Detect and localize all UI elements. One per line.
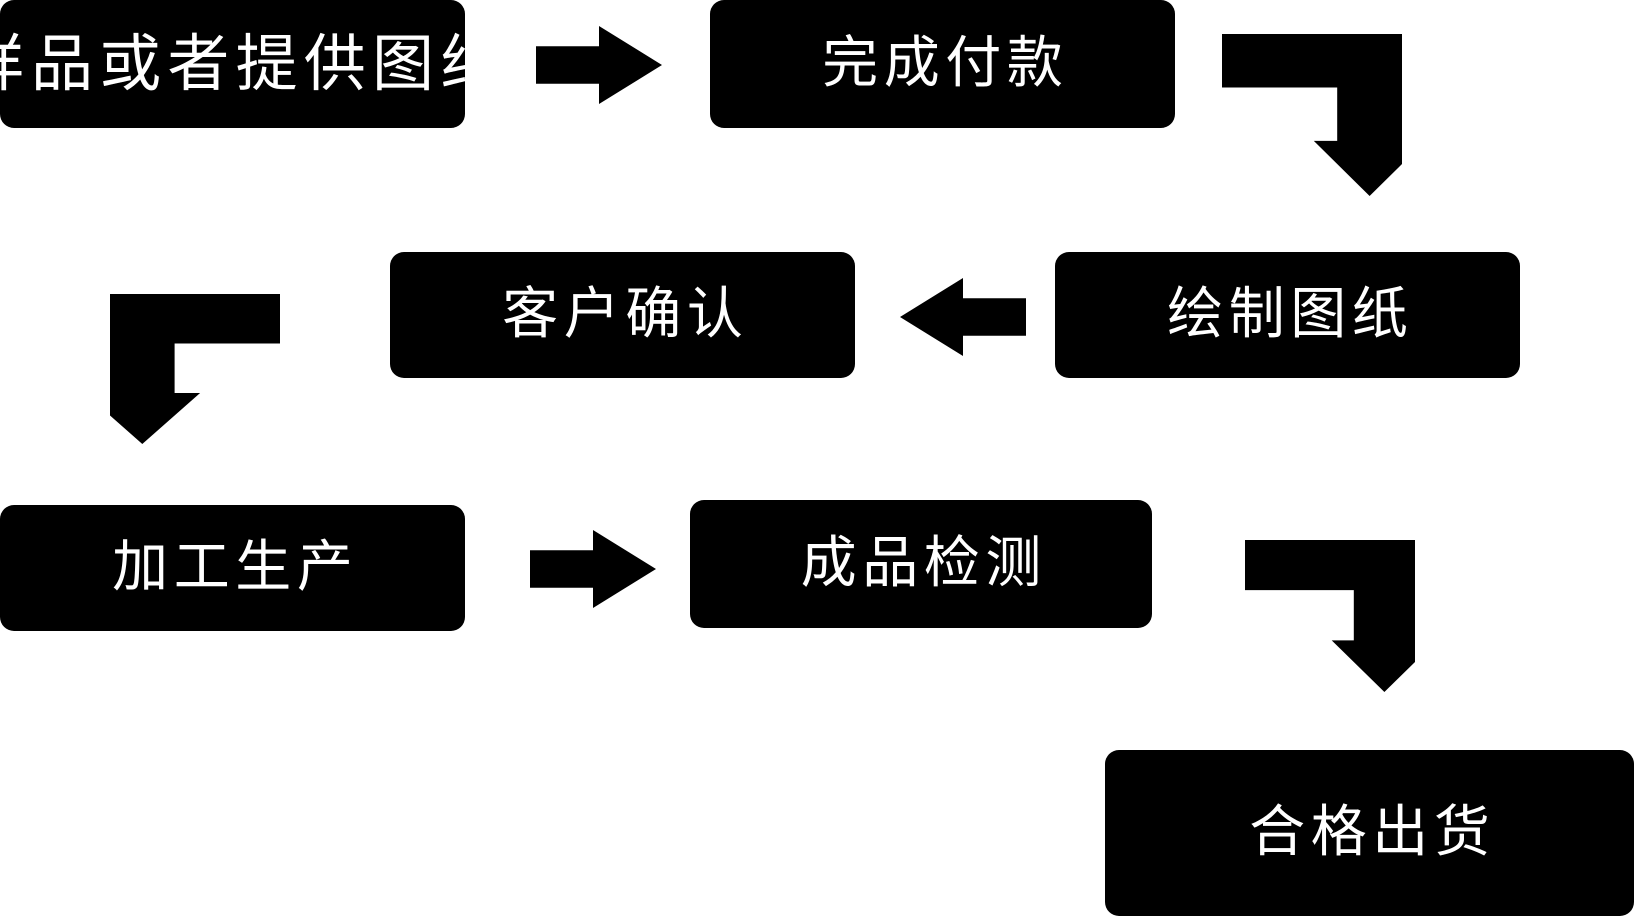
flow-node-n3[interactable]: 绘制图纸	[1055, 252, 1520, 378]
flow-arrow-a1-icon	[536, 26, 662, 104]
flow-node-n5[interactable]: 加工生产	[0, 505, 465, 631]
flow-node-n7[interactable]: 合格出货	[1105, 750, 1634, 916]
flow-arrow-a4-icon	[110, 294, 280, 444]
flow-node-label: 客户确认	[502, 282, 749, 347]
flow-node-label: 成品检测	[800, 531, 1047, 596]
flow-node-n6[interactable]: 成品检测	[690, 500, 1152, 628]
flow-arrow-a3-icon	[900, 278, 1026, 356]
arrow-elbow-right-down-shape	[1222, 34, 1402, 196]
flow-node-label: 样品或者提供图纸	[0, 27, 509, 100]
flow-node-n4[interactable]: 客户确认	[390, 252, 855, 378]
flow-node-label: 加工生产	[112, 535, 359, 600]
flow-node-n1[interactable]: 样品或者提供图纸	[0, 0, 502, 128]
flow-node-label: 合格出货	[1249, 800, 1496, 865]
arrow-right-shape	[536, 26, 662, 104]
arrow-elbow-right-down-shape	[1245, 540, 1415, 692]
flow-arrow-a2-icon	[1222, 34, 1402, 196]
arrow-elbow-left-down-shape	[110, 294, 280, 444]
flow-arrow-a5-icon	[530, 530, 656, 608]
flow-node-label: 完成付款	[822, 31, 1069, 96]
flow-arrow-a6-icon	[1245, 540, 1415, 692]
arrow-left-shape	[900, 278, 1026, 356]
flow-node-label: 绘制图纸	[1167, 282, 1414, 347]
arrow-right-shape	[530, 530, 656, 608]
flow-node-n2[interactable]: 完成付款	[710, 0, 1175, 128]
